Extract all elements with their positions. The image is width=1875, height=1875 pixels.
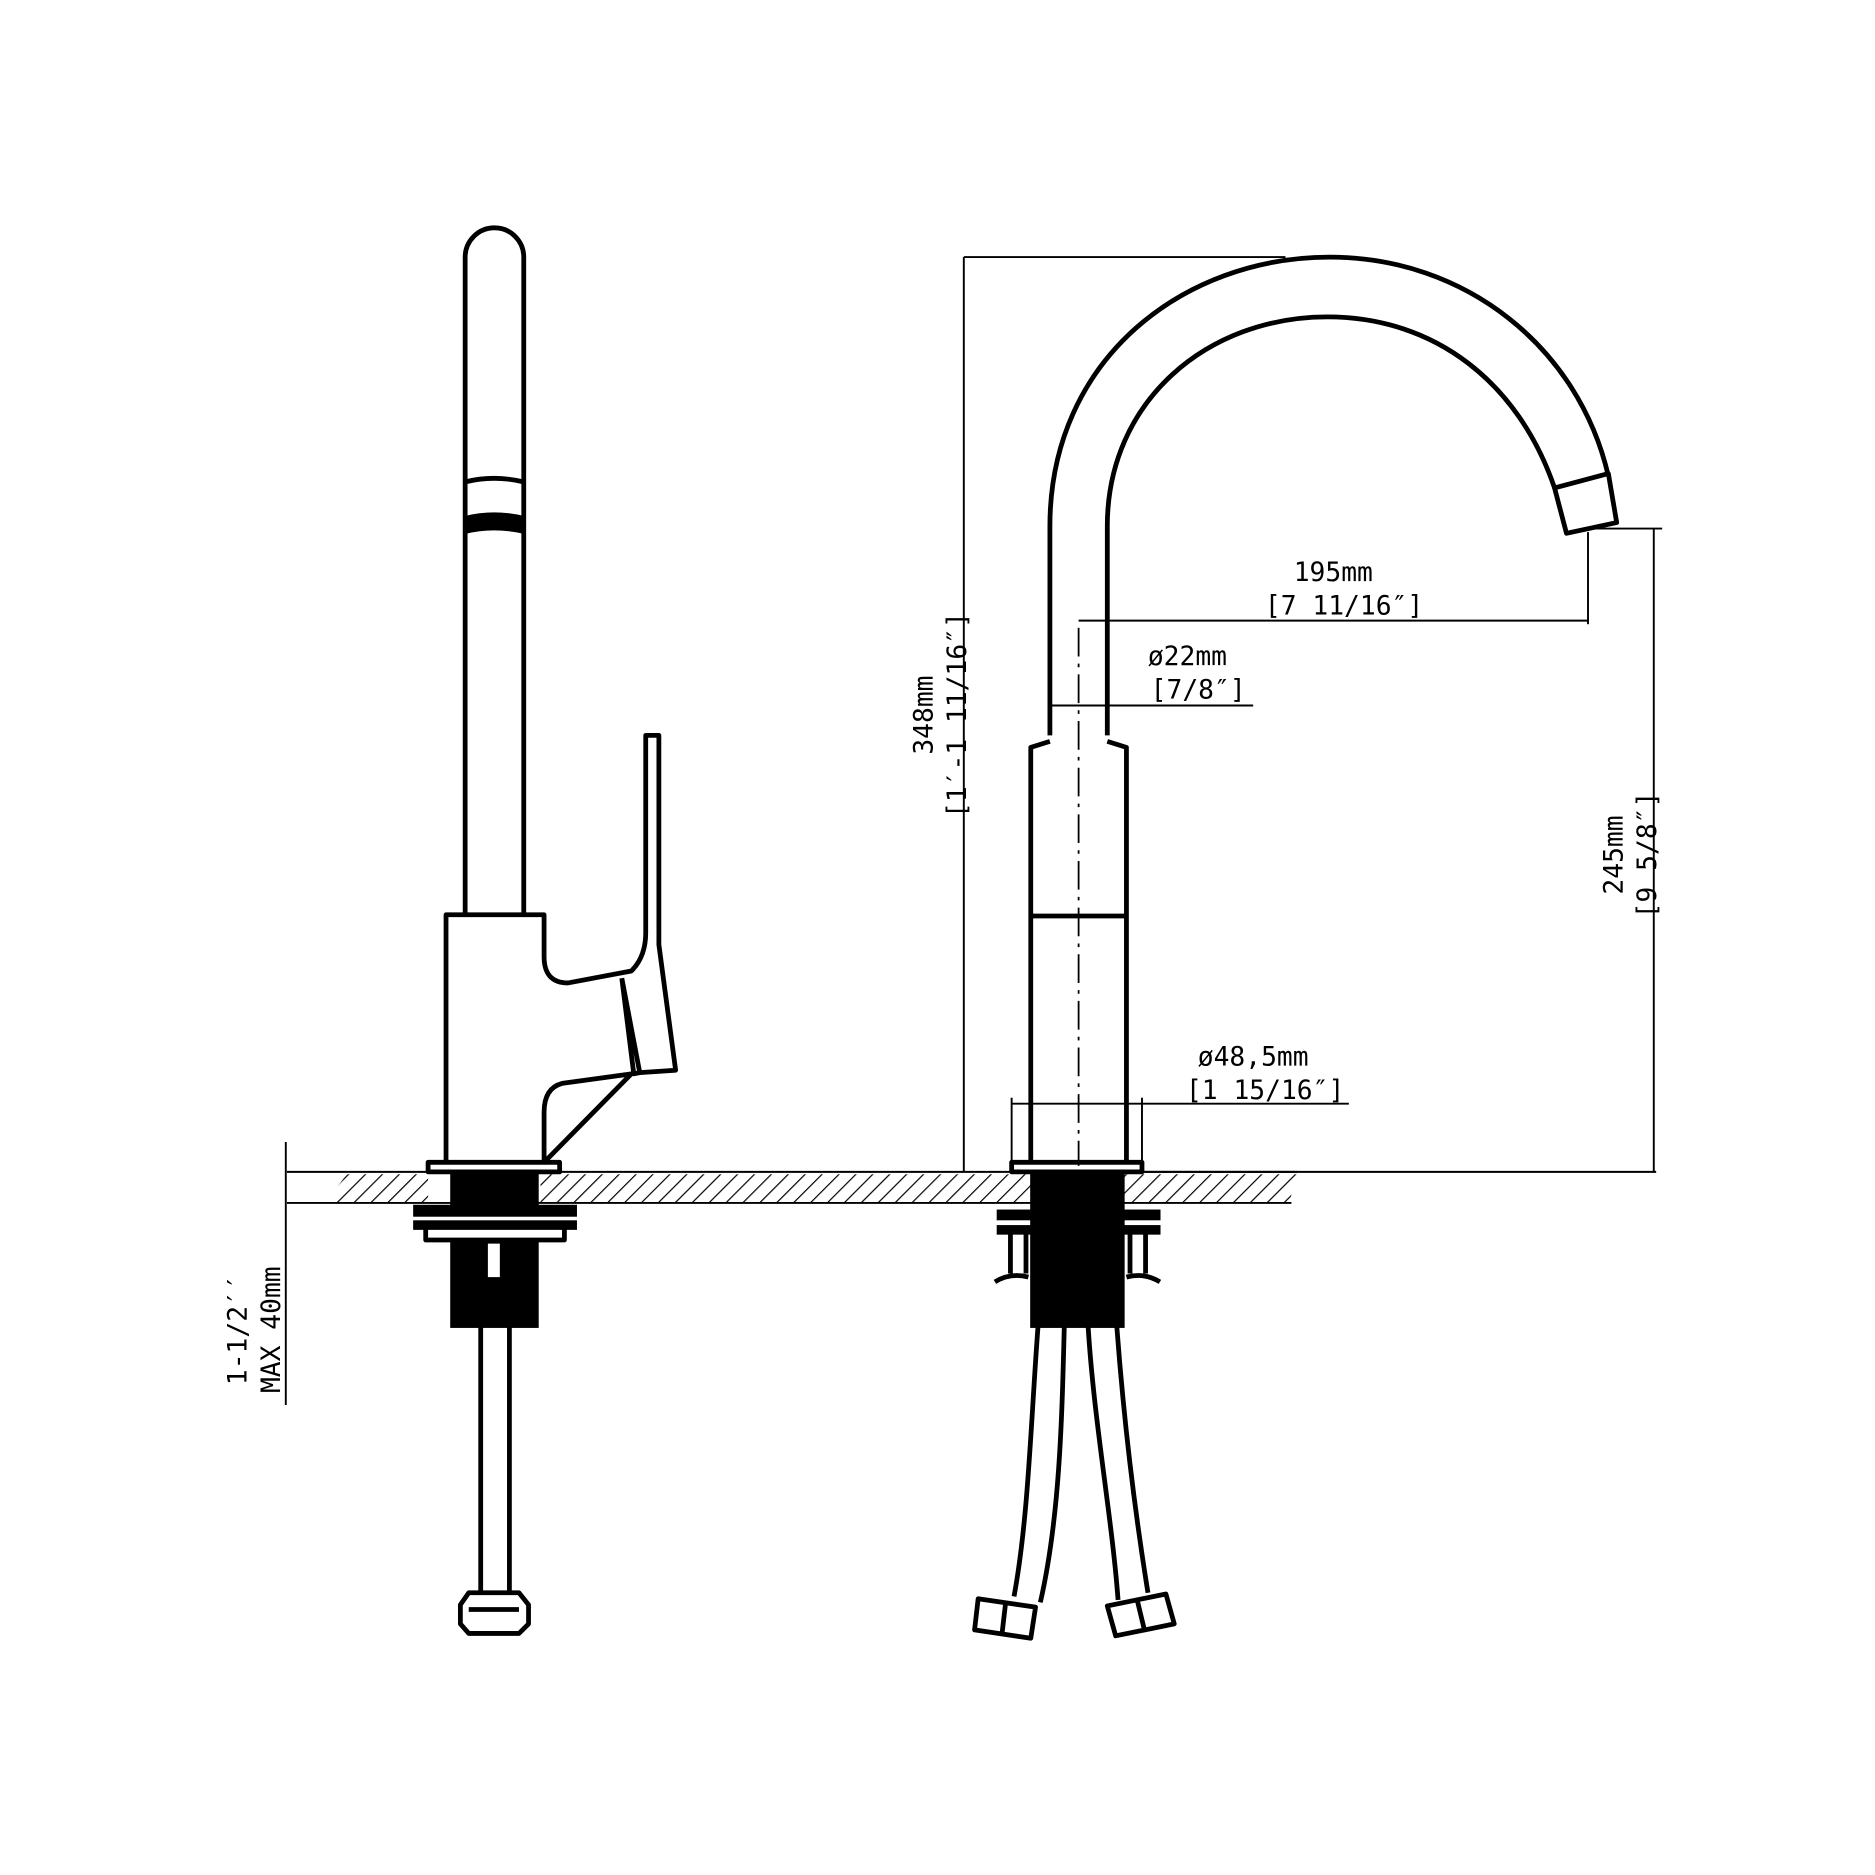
spout-nozzle [1552, 471, 1620, 536]
overall-height-imperial: [1′-1 11/16″] [943, 612, 973, 818]
spout-reach-imperial: [7 11/16″] [1265, 592, 1423, 622]
hose-right [1085, 1327, 1151, 1601]
hose-nut-right [1104, 1591, 1177, 1639]
hose-nut-left [972, 1596, 1038, 1641]
overall-height-metric: 348mm [910, 675, 940, 754]
spout-reach-metric: 195mm [1294, 558, 1373, 588]
side-body [443, 733, 679, 1165]
gooseneck-outer [1047, 254, 1611, 736]
spout-height-imperial: [9 5/8″] [1633, 792, 1663, 919]
dim-overall-height: 348mm [1′-1 11/16″] [910, 612, 973, 818]
faucet-front-view [972, 254, 1620, 1641]
side-hose-nut [457, 1590, 531, 1636]
faucet-side-view [413, 225, 679, 1636]
spout-diameter-imperial: [7/8″] [1151, 675, 1246, 705]
body-diameter-metric: ø48,5mm [1198, 1042, 1309, 1072]
deck-thickness-imperial: 1-1/2′′ [223, 1274, 253, 1385]
dimension-lines [284, 256, 1663, 1406]
side-spout [462, 225, 527, 915]
dim-deck-thickness: 1-1/2′′ MAX 40mm [223, 1266, 286, 1393]
body-diameter-imperial: [1 15/16″] [1186, 1076, 1344, 1106]
gooseneck-inner [1104, 314, 1557, 736]
countertop-section [286, 1170, 1298, 1204]
hose-left [1011, 1327, 1067, 1603]
deck-thickness-metric: MAX 40mm [257, 1266, 287, 1393]
spout-height-metric: 245mm [1600, 815, 1630, 894]
dim-spout-height: 245mm [9 5/8″] [1600, 792, 1663, 919]
spout-diameter-metric: ø22mm [1148, 642, 1227, 672]
